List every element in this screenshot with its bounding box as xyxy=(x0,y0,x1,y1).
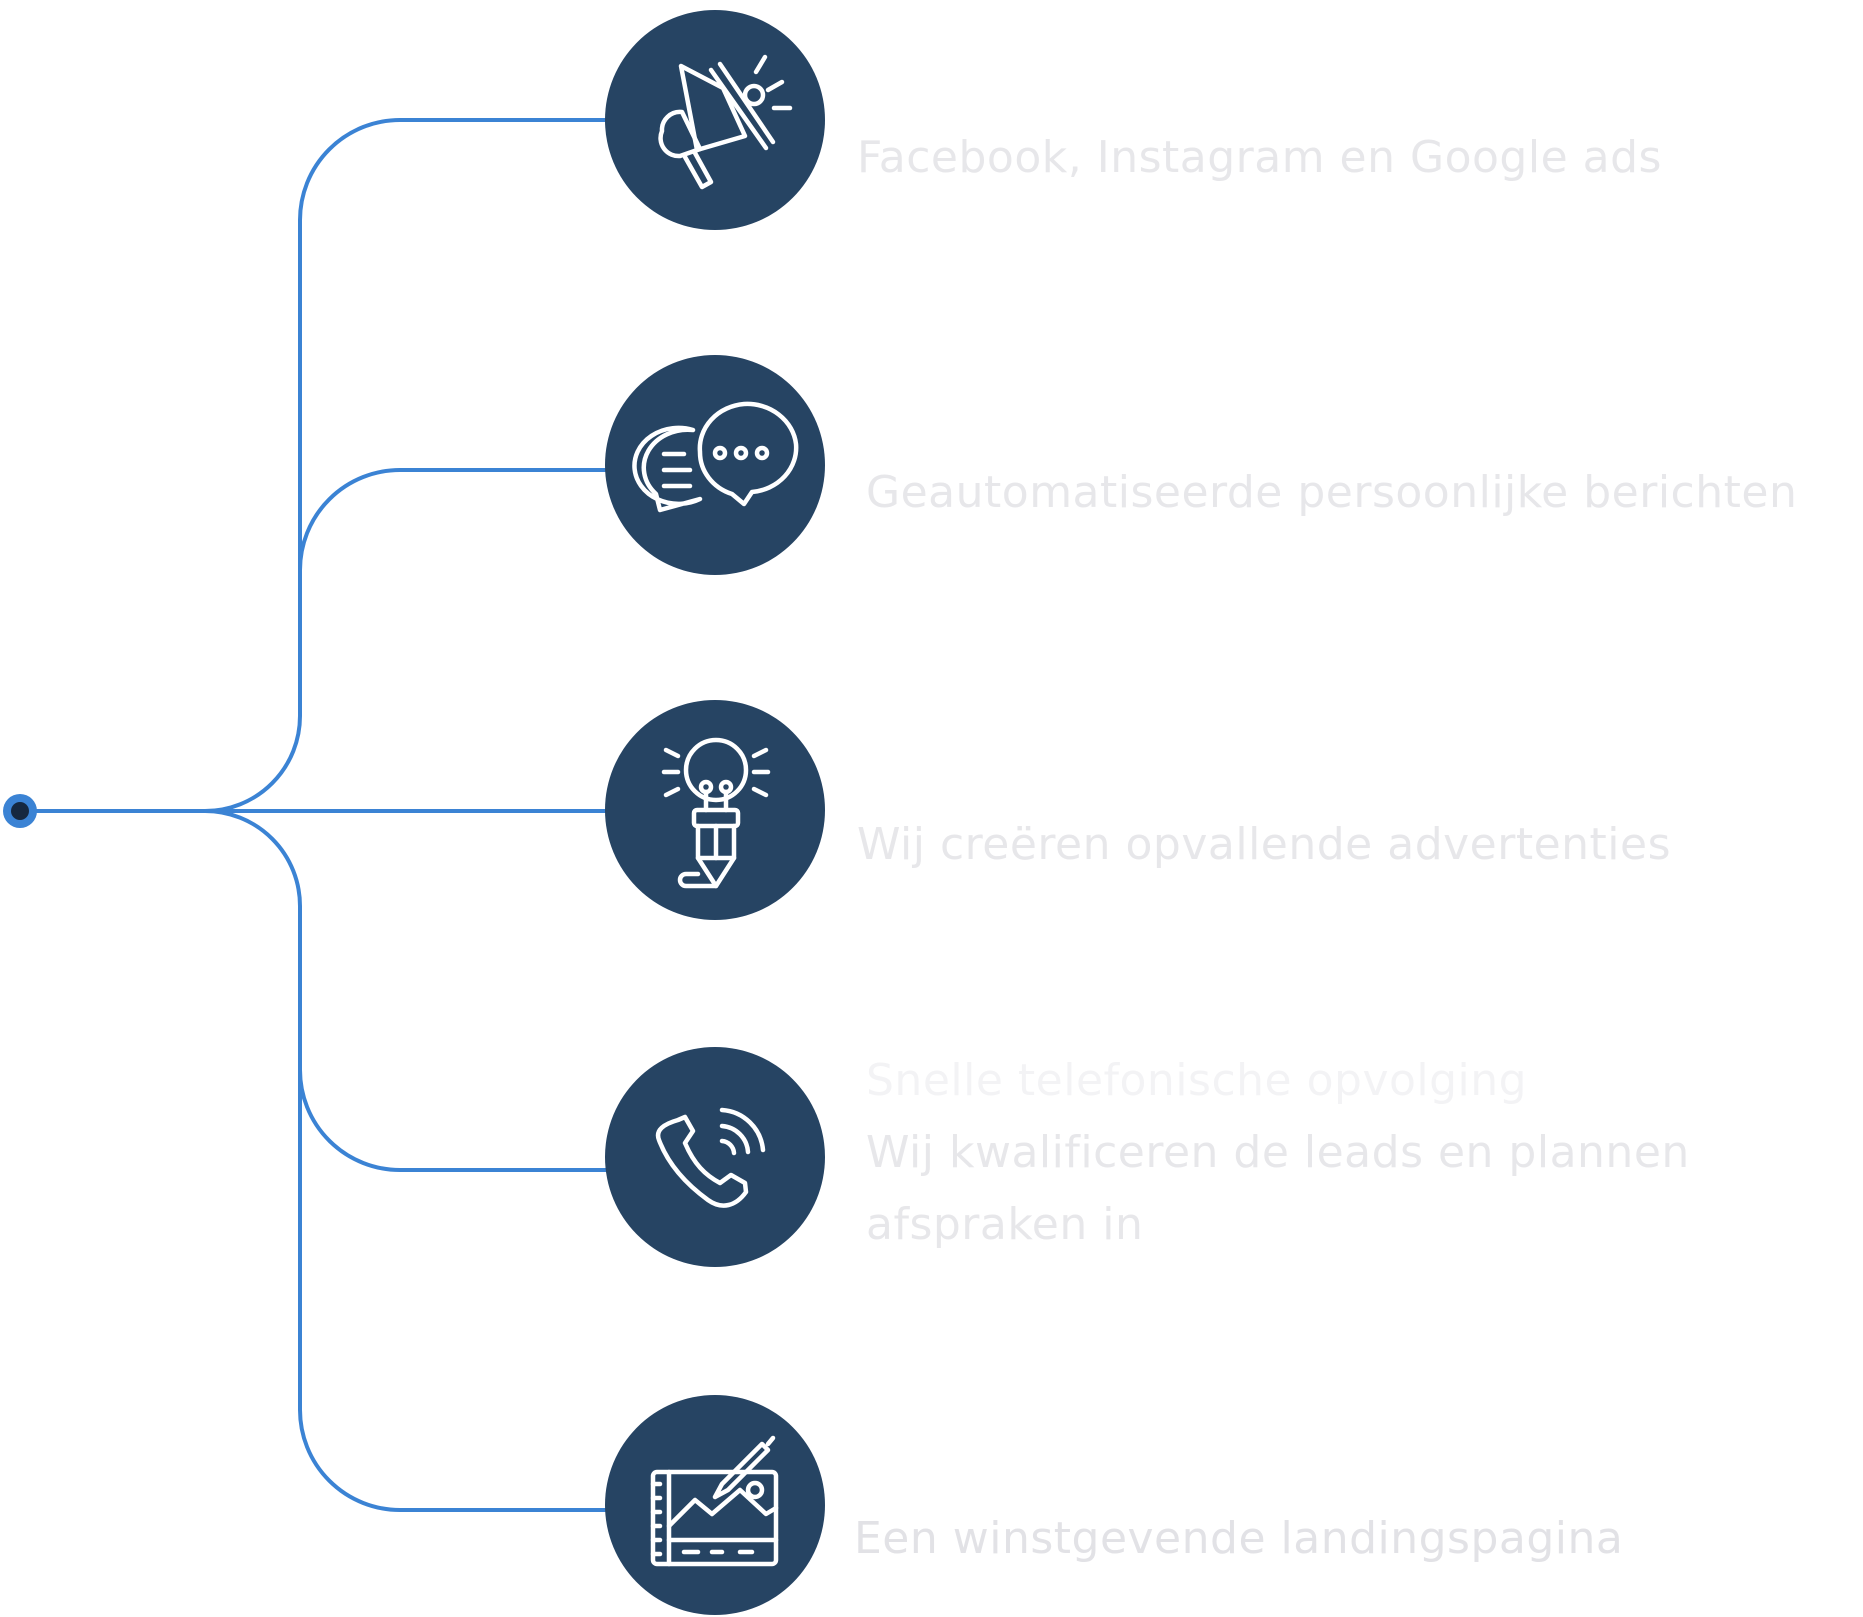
label-followup-line-2: Wij kwalificeren de leads en plannen xyxy=(866,1127,1690,1178)
node-ads xyxy=(605,10,825,230)
node-followup xyxy=(605,1047,825,1267)
label-landing: Een winstgevende landingspagina xyxy=(854,1503,1623,1575)
label-messages: Geautomatiseerde persoonlijke berichten xyxy=(866,457,1797,529)
megaphone-icon xyxy=(658,54,793,190)
label-ads-line-1: Facebook, Instagram en Google ads xyxy=(857,132,1662,183)
label-followup-line-3: afspraken in xyxy=(866,1199,1144,1250)
branch-line-messages xyxy=(298,468,612,590)
branch-line-followup xyxy=(203,809,612,1172)
phone-call-icon xyxy=(655,1107,766,1208)
node-creatives xyxy=(605,700,825,920)
label-followup: Snelle telefonische opvolging Wij kwalif… xyxy=(866,1045,1690,1261)
node-landing xyxy=(605,1395,825,1615)
label-landing-line-1: Een winstgevende landingspagina xyxy=(854,1513,1624,1564)
label-followup-line-1: Snelle telefonische opvolging xyxy=(866,1055,1528,1106)
lightbulb-pencil-icon xyxy=(661,737,771,889)
branch-line-ads xyxy=(203,118,612,813)
label-creatives-line-1: Wij creëren opvallende advertenties xyxy=(857,819,1672,870)
label-ads: Facebook, Instagram en Google ads xyxy=(857,122,1662,194)
connector-lines xyxy=(18,118,612,1512)
label-messages-line-1: Geautomatiseerde persoonlijke berichten xyxy=(866,467,1798,518)
branch-line-landing xyxy=(298,1058,612,1512)
label-creatives: Wij creëren opvallende advertenties xyxy=(857,809,1671,881)
node-messages xyxy=(605,355,825,575)
landing-page-design-icon xyxy=(650,1435,779,1567)
chat-bubbles-icon xyxy=(632,401,799,513)
root-node-center xyxy=(11,802,29,820)
